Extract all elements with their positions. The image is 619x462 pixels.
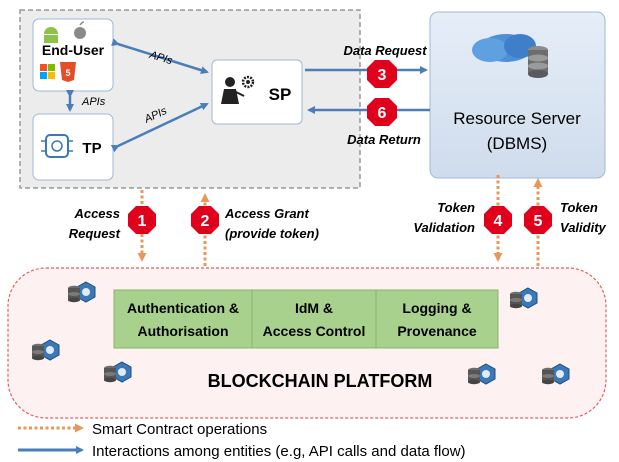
resource-server-node[interactable]: Resource Server (DBMS) bbox=[429, 11, 606, 179]
svg-text:1: 1 bbox=[138, 213, 147, 230]
windows-icon bbox=[40, 64, 55, 79]
legend-interaction-label: Interactions among entities (e.g, API ca… bbox=[92, 443, 466, 460]
svg-text:Authorisation: Authorisation bbox=[138, 323, 229, 339]
tp-node[interactable]: TP bbox=[32, 113, 114, 181]
cloud-database-icon bbox=[472, 34, 548, 78]
resource-server-label: Resource Server bbox=[453, 109, 581, 128]
tp-label: TP bbox=[82, 140, 101, 157]
data-return-label: Data Return bbox=[347, 132, 421, 147]
svg-text:Logging &: Logging & bbox=[402, 300, 471, 316]
access-request-label-line1: Access bbox=[73, 206, 120, 221]
svg-text:Provenance: Provenance bbox=[397, 323, 477, 339]
access-grant-label-line1: Access Grant bbox=[224, 206, 309, 221]
step-badge-1: 1 bbox=[128, 206, 156, 234]
step-badge-6: 6 bbox=[367, 98, 397, 126]
enduser-tp-api-label: APIs bbox=[81, 96, 106, 108]
brain-chip-icon bbox=[41, 134, 73, 158]
enduser-sp-arrow bbox=[111, 38, 209, 75]
step-badge-2: 2 bbox=[191, 206, 219, 234]
sp-node[interactable]: SP bbox=[211, 59, 303, 125]
step-badge-4: 4 bbox=[484, 206, 512, 234]
apple-icon bbox=[74, 21, 86, 39]
tp-sp-arrow bbox=[110, 102, 209, 153]
svg-text:IdM &: IdM & bbox=[295, 300, 333, 316]
step-badge-5: 5 bbox=[524, 206, 552, 234]
svg-text:4: 4 bbox=[494, 213, 503, 230]
token-validation-label-line1: Token bbox=[437, 200, 475, 215]
businessman-gear-icon bbox=[221, 75, 255, 104]
token-validation-label-line2: Validation bbox=[413, 220, 475, 235]
token-validity-label-line1: Token bbox=[560, 200, 598, 215]
svg-text:5: 5 bbox=[65, 68, 70, 78]
sp-label: SP bbox=[269, 85, 292, 104]
end-user-node[interactable]: 5 End-User bbox=[32, 18, 114, 92]
svg-text:3: 3 bbox=[378, 67, 387, 84]
data-request-label: Data Request bbox=[343, 43, 427, 58]
svg-text:5: 5 bbox=[534, 213, 543, 230]
android-icon bbox=[44, 27, 58, 43]
svg-text:Authentication &: Authentication & bbox=[127, 300, 239, 316]
resource-server-sublabel: (DBMS) bbox=[487, 134, 547, 153]
svg-text:6: 6 bbox=[378, 105, 387, 122]
html5-icon: 5 bbox=[60, 62, 76, 82]
legend-contract-label: Smart Contract operations bbox=[92, 421, 267, 438]
module-authentication[interactable]: Authentication & Authorisation bbox=[113, 289, 253, 349]
svg-text:2: 2 bbox=[201, 213, 210, 230]
access-grant-label-line2: (provide token) bbox=[225, 226, 319, 241]
svg-text:Access Control: Access Control bbox=[263, 323, 366, 339]
module-idm-access-control[interactable]: IdM & Access Control bbox=[251, 289, 377, 349]
module-logging-provenance[interactable]: Logging & Provenance bbox=[375, 289, 499, 349]
step-badge-3: 3 bbox=[367, 60, 397, 88]
access-request-label-line2: Request bbox=[69, 226, 121, 241]
token-validity-label-line2: Validity bbox=[560, 220, 607, 235]
end-user-label: End-User bbox=[42, 42, 105, 58]
blockchain-platform-label: BLOCKCHAIN PLATFORM bbox=[208, 371, 433, 391]
